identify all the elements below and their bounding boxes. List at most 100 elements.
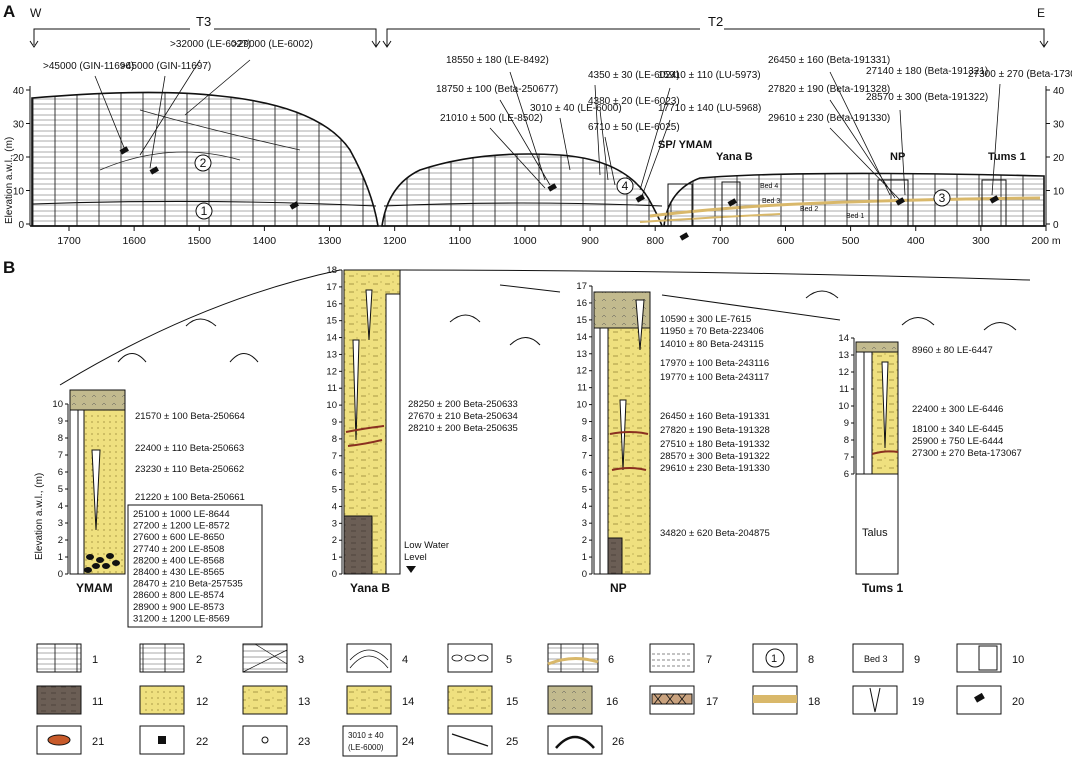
- y-tick-label: 20: [1053, 153, 1065, 164]
- y-tick-label: 10: [1053, 187, 1065, 198]
- legend-label-17: 17: [706, 696, 718, 708]
- talus-label: Talus: [862, 527, 888, 539]
- legend-label-14: 14: [402, 696, 414, 708]
- date-leader-lines: [94, 59, 1001, 201]
- date-label: 21570 ± 100 Beta-250664: [135, 411, 245, 422]
- column-tums-1-name: Tums 1: [862, 581, 903, 595]
- axis-tick-label: 14: [326, 333, 337, 344]
- date-label: 29610 ± 230 (Beta-191330): [768, 113, 890, 124]
- legend-swatch-3: [242, 643, 288, 673]
- axis-tick-label: 13: [838, 350, 849, 361]
- ice-markers: [119, 146, 999, 241]
- axis-tick-label: 13: [326, 349, 337, 360]
- unit-3-marker: [933, 189, 951, 207]
- axis-tick-label: 9: [582, 417, 587, 428]
- date-label: 22400 ± 300 LE-6446: [912, 404, 1003, 415]
- ymam-date-box: [127, 504, 263, 628]
- terrace-arrows: [29, 28, 1049, 48]
- column-yana-b-name: Yana B: [350, 581, 390, 595]
- axis-tick-label: 8: [844, 435, 849, 446]
- bed-2-label: Bed 2: [800, 206, 818, 213]
- panel-a-dates: >45000 (GIN-11696) >45000 (GIN-11697) >3…: [43, 39, 1072, 133]
- axis-tick-label: 11: [327, 383, 337, 394]
- date-label: >45000 (GIN-11696): [43, 61, 134, 72]
- date-label: >29000 (LE-6002): [232, 39, 313, 50]
- legend-label-3: 3: [298, 654, 304, 666]
- axis-tick-label: 12: [838, 367, 849, 378]
- column-ymam-name: YMAM: [76, 581, 113, 595]
- legend-swatch-15: [447, 685, 493, 715]
- date-label: 27300 ± 270 (Beta-173067): [968, 69, 1072, 80]
- date-label: 17710 ± 140 (LU-5968): [658, 103, 761, 114]
- x-tick-label: 1000: [513, 235, 537, 247]
- legend-label-2: 2: [196, 654, 202, 666]
- ymam-dates: 21570 ± 100 Beta-250664 22400 ± 110 Beta…: [135, 411, 245, 503]
- date-label: 28210 ± 200 Beta-250635: [408, 423, 518, 434]
- unit-2-label: 2: [200, 156, 207, 170]
- axis-tick-label: 10: [326, 400, 337, 411]
- tums-dates: 8960 ± 80 LE-6447 22400 ± 300 LE-6446 18…: [912, 345, 1022, 459]
- column-np: [593, 291, 651, 575]
- unit-1-label: 1: [201, 204, 208, 218]
- axis-tick-label: 7: [844, 452, 849, 463]
- axis-tick-label: 5: [58, 484, 63, 495]
- date-label: 27670 ± 210 Beta-250634: [408, 411, 518, 422]
- axis-tick-label: 2: [582, 535, 587, 546]
- legend-label-16: 16: [606, 696, 618, 708]
- legend-label-25: 25: [506, 736, 518, 748]
- legend-date-a: 3010 ± 40: [348, 731, 384, 740]
- x-tick-label: 500: [842, 235, 860, 247]
- date-label: 4350 ± 30 (LE-6024): [588, 70, 680, 81]
- west-label: W: [30, 6, 42, 20]
- legend-label-7: 7: [706, 654, 712, 666]
- panel-b-ylabel: Elevation a.w.l., (m): [34, 473, 45, 560]
- panel-b-label: B: [3, 258, 15, 277]
- low-water-label: Low Water: [404, 540, 449, 551]
- axis-tick-label: 11: [839, 384, 849, 395]
- date-label: 28600 ± 800 LE-8574: [133, 590, 224, 601]
- x-tick-label: 900: [581, 235, 599, 247]
- site-sp-ymam-label: SP/ YMAM: [658, 139, 712, 151]
- axis-tick-label: 5: [332, 485, 337, 496]
- column-tums-1: [855, 341, 899, 575]
- axis-tick-label: 7: [582, 450, 587, 461]
- legend-swatch-4: [346, 643, 392, 673]
- legend-label-15: 15: [506, 696, 518, 708]
- legend-label-8: 8: [808, 654, 814, 666]
- axis-tick-label: 10: [576, 400, 587, 411]
- legend-swatch-2: [139, 643, 185, 673]
- legend-circle-one: 1: [771, 653, 777, 665]
- site-np-label: NP: [890, 151, 905, 163]
- legend-label-10: 10: [1012, 654, 1024, 666]
- axis-tick-label: 16: [326, 299, 337, 310]
- date-label: 21220 ± 100 Beta-250661: [135, 492, 245, 503]
- axis-tick-label: 14: [576, 332, 587, 343]
- axis-tick-label: 14: [838, 333, 849, 344]
- axis-tick-label: 2: [58, 535, 63, 546]
- axis-tick-label: 18: [326, 265, 337, 276]
- legend-swatch-24: [342, 725, 398, 757]
- axis-tick-label: 17: [576, 281, 587, 292]
- axis-tick-label: 10: [838, 401, 849, 412]
- unit-3-label: 3: [939, 191, 946, 205]
- legend-bed-3: Bed 3: [864, 654, 888, 664]
- date-label: 21010 ± 500 (LE-8502): [440, 113, 543, 124]
- date-label: 17970 ± 100 Beta-243116: [660, 358, 769, 369]
- axis-tick-label: 7: [332, 451, 337, 462]
- x-tick-label: 1200: [383, 235, 407, 247]
- date-label: 27200 ± 1200 LE-8572: [133, 521, 230, 532]
- unit-4-label: 4: [622, 179, 629, 193]
- legend-swatch-16: [547, 685, 593, 715]
- legend-label-26: 26: [612, 736, 624, 748]
- x-tick-label: 600: [777, 235, 795, 247]
- unit-1-marker: [195, 202, 213, 220]
- unit-2-marker: [194, 154, 212, 172]
- legend-label-6: 6: [608, 654, 614, 666]
- axis-tick-label: 12: [326, 366, 337, 377]
- date-label: 26450 ± 160 (Beta-191331): [768, 55, 890, 66]
- legend-swatch-7: [649, 643, 695, 673]
